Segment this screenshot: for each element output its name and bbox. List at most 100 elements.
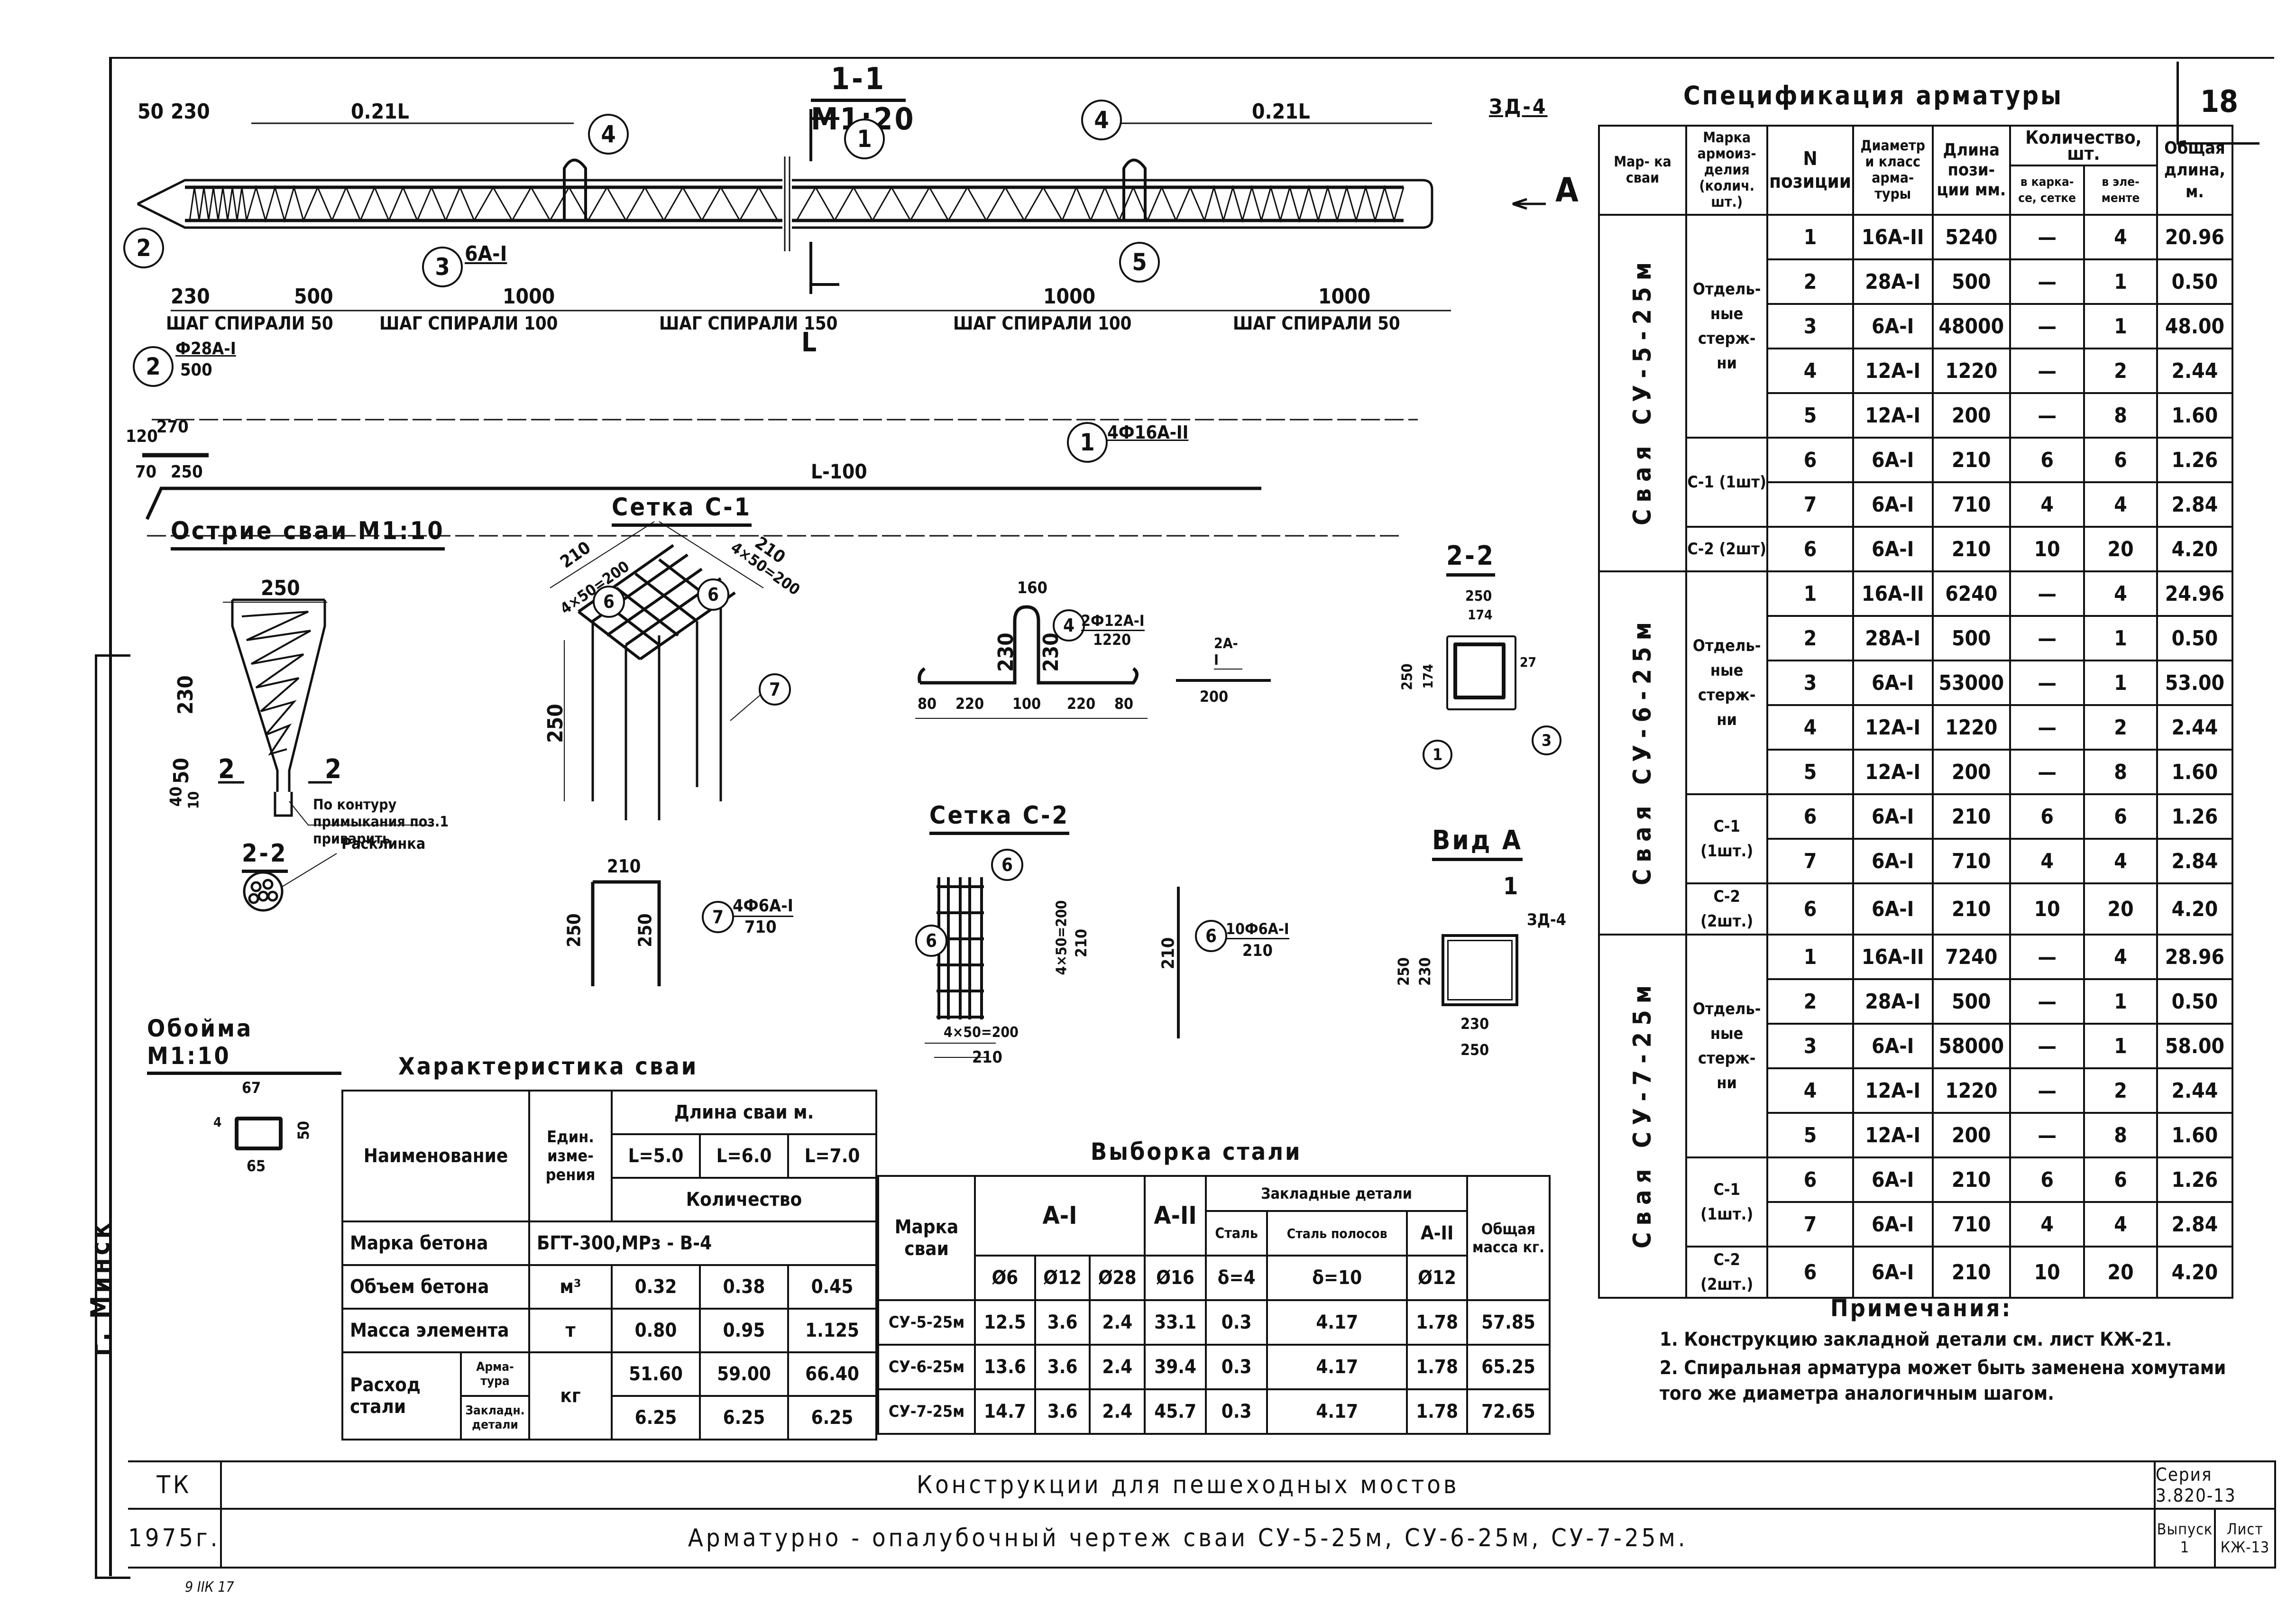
spec-cell: 6 [1766,1156,1854,1203]
vyb-row-su5: СУ-5-25м 12.5 3.6 2.4 33.1 0.3 4.17 1.78… [877,1299,1551,1346]
s22-dim-250-left: 250 [1399,663,1416,690]
dim-70: 70 [135,462,157,482]
spec-cell: 7 [1766,1201,1854,1248]
spec-cell: 2 [1766,978,1854,1025]
pile-tip-title: Острие сваи М1:10 [171,517,445,551]
bar4-dim-220-left: 220 [955,695,984,713]
spec-cell: 7240 [1931,934,2011,980]
spec-cell: 4 [2083,1201,2158,1248]
spec-cell: 20 [2083,882,2158,936]
spec-header-dia: Диаметр и класс арма- туры [1852,125,1934,216]
spec-cell: 20.96 [2156,214,2234,260]
spec-cell: 210 [1931,437,2011,483]
vyb-header-a1: А-I [974,1175,1146,1257]
spec-cell: 3 [1766,660,1854,706]
dim-021L-right: 0.21L [1252,100,1310,124]
spec-cell: 6 [1766,793,1854,840]
section-2-2-detail: 2-2 250 174 250 174 27 1 3 [1375,541,1565,770]
bar7-pos: 7 [702,901,734,933]
spec-cell: — [2009,392,2085,439]
spec-cell: 28.96 [2156,934,2234,980]
spec-cell: 3 [1766,303,1854,349]
bar6-dim: 210 [1158,937,1178,970]
spec-cell: 6 [2083,1156,2158,1203]
s22-dim-174-left: 174 [1420,664,1436,689]
spec-pile-text: Свая СУ-6-25м [1628,615,1657,885]
c2-dim-210-vert: 210 [1072,928,1091,958]
char-row-concrete-grade: Марка бетона БГТ-300,МРз - В-4 [341,1220,877,1266]
spec-cell: 16А-II [1852,934,1934,980]
spec-cell: — [2009,704,2085,751]
spec-cell: 4.20 [2156,882,2234,936]
spec-cell: 5 [1766,1112,1854,1158]
spec-pile-label: Свая СУ-5-25м [1598,214,1687,572]
position-2-bar-callout: 2 [133,346,174,387]
spec-cell: 0.50 [2156,615,2234,661]
clip-shape [235,1117,283,1150]
bar6-length: 210 [1242,941,1273,960]
tip-dim-10: 10 [185,791,202,809]
spec-cell: 5240 [1931,214,2011,260]
c1-pos-6-left: 6 [593,586,625,618]
spec-cell: 2 [1766,615,1854,661]
issue-value: 1 [2180,1538,2190,1556]
spec-cell: 1 [2083,303,2158,349]
specification-title: Спецификация арматуры [1683,81,2063,110]
char-header-length: Длина сваи м. [611,1090,877,1135]
vyb-size: Ø12 [1406,1255,1468,1301]
spec-cell: 1220 [1931,348,2011,394]
view-a-dim-230-vert: 230 [1416,957,1434,986]
city-label: г. Минск [85,1220,115,1357]
spec-cell: 200 [1931,1112,2011,1158]
spec-cell: — [2009,934,2085,980]
spec-cell: — [2009,258,2085,305]
steel-selection-table: Марка сваи А-I А-II Закладные детали Общ… [877,1175,1551,1435]
spec-cell: 53.00 [2156,660,2234,706]
vyb-size: δ=4 [1205,1255,1268,1301]
char-header-l5: L=5.0 [611,1133,701,1179]
spec-cell: — [2009,570,2085,617]
vyb-row-su6: СУ-6-25м 13.6 3.6 2.4 39.4 0.3 4.17 1.78… [877,1344,1551,1390]
pile-tip-detail: Острие сваи М1:10 250 230 50 40 10 2 2 П… [161,517,522,1005]
view-a-plate [1442,934,1518,1006]
spec-product-label: С-1 (1шт) [1685,437,1769,528]
spec-cell: 12А-I [1852,704,1934,751]
spec-cell: 6А-I [1852,660,1934,706]
spec-cell: 210 [1931,1156,2011,1203]
bar6-label: 10Ф6А-I [1226,920,1289,939]
char-header-name: Наименование [341,1090,530,1222]
position-1-bar-callout: 1 [1067,422,1108,463]
c2-dim-200-horz: 4×50=200 [944,1024,1019,1041]
spec-cell: 53000 [1931,660,2011,706]
tip-weld-note: По контуру примыкания поз.1 приварить [313,797,449,847]
spec-header-total: Общая длина, м. [2156,125,2234,216]
spec-cell: 1.60 [2156,392,2234,439]
spec-cell: 12А-I [1852,392,1934,439]
steel-selection-title: Выборка стали [1091,1138,1302,1165]
spec-cell: — [2009,978,2085,1025]
tip-dim-50: 50 [169,757,194,784]
char-row-steel-embedded: 6.25 6.25 6.25 [342,1395,877,1440]
pile-tip-svg [218,598,432,912]
spec-header-pos: N позиции [1766,125,1854,216]
spec-header-len: Длина пози- ции мм. [1931,125,2011,216]
spec-cell: — [2009,660,2085,706]
dim-L-100: L-100 [811,460,867,483]
spec-cell: 6 [1766,1246,1854,1299]
vyb-header-mark: Марка сваи [877,1175,976,1301]
vyb-header-emb-a2: А-II [1406,1210,1468,1257]
title-block-year: 1975г. [128,1508,222,1569]
spec-cell: — [2009,303,2085,349]
spec-cell: 8 [2083,392,2158,439]
sheet-label: Лист [2227,1520,2263,1538]
char-header-l7: L=7.0 [787,1133,877,1179]
spec-header-product: Марка армоиз- делия (колич. шт.) [1685,125,1769,216]
